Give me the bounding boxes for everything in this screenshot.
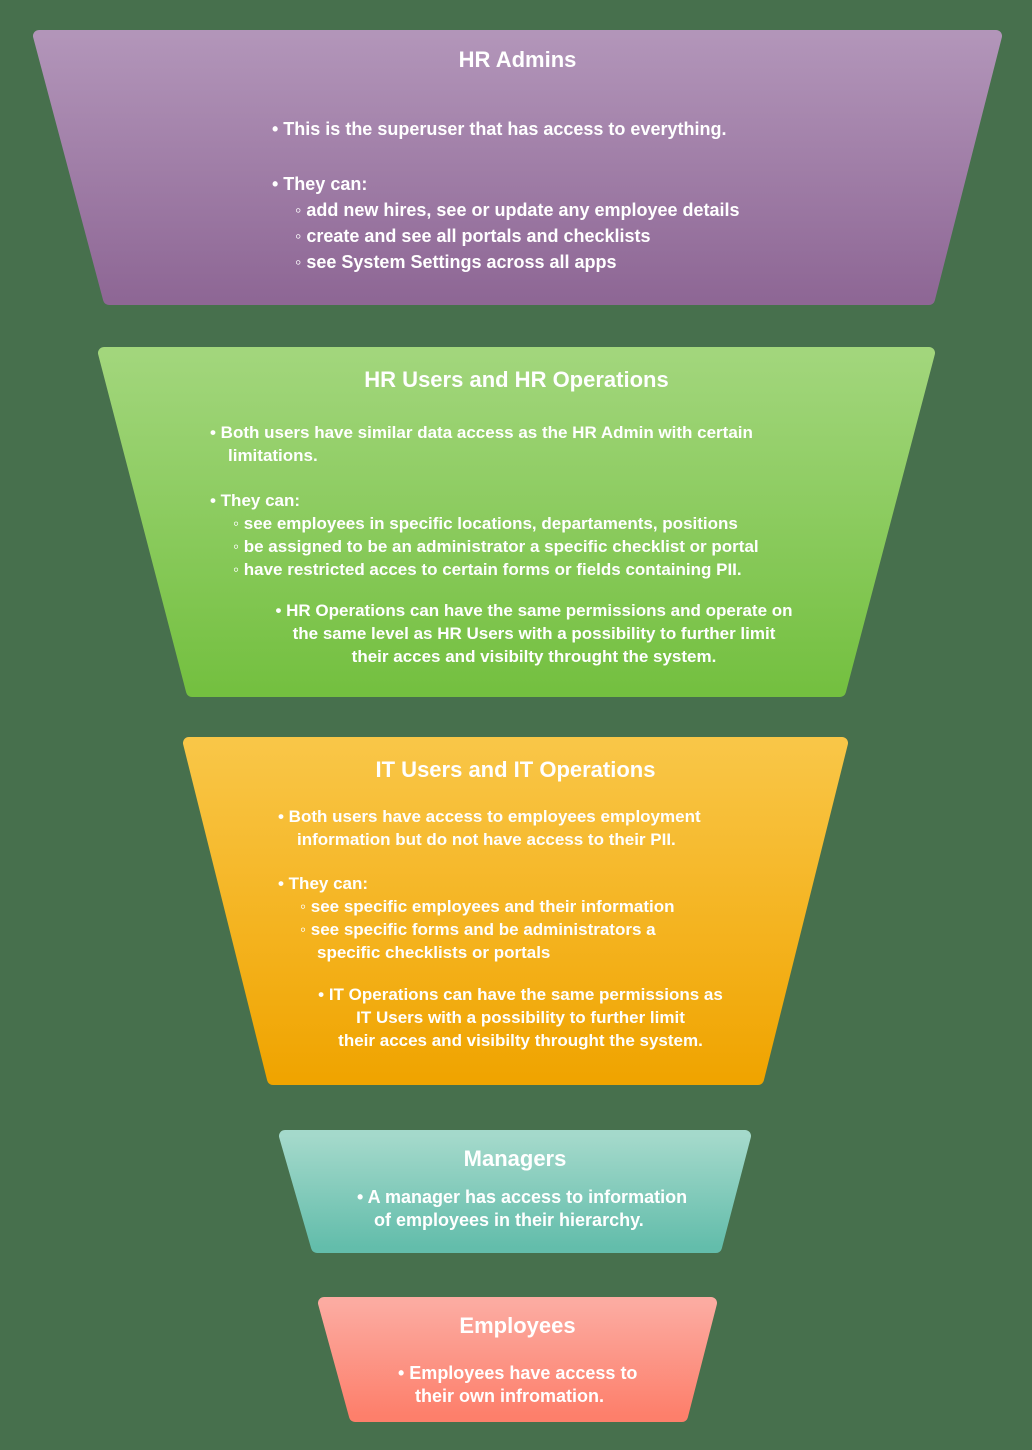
centered-note: • HR Operations can have the same permis… [133, 599, 935, 668]
funnel-segment-hr-admins: HR Admins • This is the superuser that h… [33, 30, 1002, 305]
centered-line: IT Users with a possibility to further l… [356, 1008, 685, 1027]
bullet-line: • Employees have access to [398, 1363, 638, 1383]
centered-line: • IT Operations can have the same permis… [318, 985, 723, 1004]
sub-bullet-line: ◦ see System Settings across all apps [295, 252, 617, 272]
bullet-line: • Both users have access to employees em… [278, 807, 701, 826]
funnel-segment-shape [183, 737, 848, 1085]
continuation-line: their own infromation. [415, 1386, 604, 1406]
centered-line: the same level as HR Users with a possib… [292, 624, 776, 643]
centered-line: their acces and visibilty throught the s… [338, 1031, 703, 1050]
continuation-line: of employees in their hierarchy. [374, 1210, 644, 1230]
bullet-line: • Both users have similar data access as… [210, 423, 753, 442]
segment-title: HR Users and HR Operations [364, 367, 669, 392]
funnel-segment-shape [279, 1130, 751, 1253]
bullet-line: • A manager has access to information [357, 1187, 688, 1207]
segment-title: Employees [459, 1313, 576, 1338]
continuation-line: information but do not have access to th… [297, 830, 676, 849]
funnel-segment-managers: Managers • A manager has access to infor… [279, 1130, 751, 1253]
bullet-line: • This is the superuser that has access … [272, 119, 727, 139]
funnel-segment-it-users-operations: IT Users and IT Operations • Both users … [183, 737, 848, 1085]
funnel-segment-shape [33, 30, 1002, 305]
funnel-segment-hr-users-operations: HR Users and HR Operations • Both users … [98, 347, 935, 697]
bullet-line: • They can: [278, 874, 369, 893]
funnel-segment-employees: Employees • Employees have access to the… [318, 1297, 717, 1422]
sub-bullet-line: ◦ add new hires, see or update any emplo… [295, 200, 740, 220]
sub-bullet-line: ◦ see employees in specific locations, d… [233, 514, 738, 533]
centered-line: • HR Operations can have the same permis… [275, 601, 793, 620]
continuation-line: specific checklists or portals [317, 943, 551, 962]
segment-title: HR Admins [458, 47, 577, 72]
sub-bullet-line: ◦ create and see all portals and checkli… [295, 226, 651, 246]
funnel-segment-shape [98, 347, 935, 697]
sub-bullet-line: ◦ be assigned to be an administrator a s… [233, 537, 759, 556]
bullet-line: • They can: [210, 491, 301, 510]
centered-note: • IT Operations can have the same permis… [193, 983, 848, 1052]
continuation-line: limitations. [228, 446, 318, 465]
funnel-segment-shape [318, 1297, 717, 1422]
segment-title: IT Users and IT Operations [375, 757, 656, 782]
centered-line: their acces and visibilty throught the s… [351, 647, 717, 666]
sub-bullet-line: ◦ have restricted acces to certain forms… [233, 560, 742, 579]
sub-bullet-line: ◦ see specific employees and their infor… [300, 897, 675, 916]
segment-title: Managers [463, 1146, 567, 1171]
bullet-line: • They can: [272, 174, 368, 194]
sub-bullet-line: ◦ see specific forms and be administrato… [300, 920, 656, 939]
